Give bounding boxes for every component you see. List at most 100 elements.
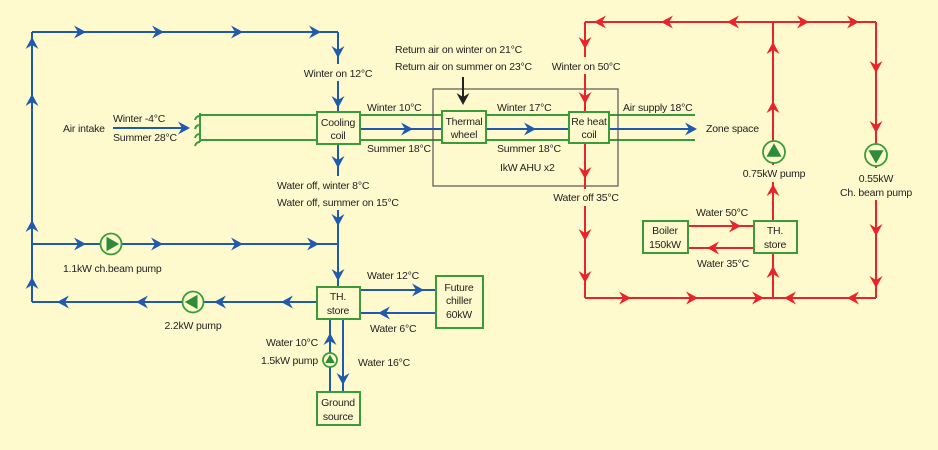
pump-impeller-icon: [325, 354, 335, 364]
heating-flow-arrow: [847, 291, 859, 305]
after-wheel-winter-temp: Winter 17°C: [497, 102, 552, 114]
chiller-return-arrow: [378, 306, 390, 320]
boiler-label-1: Boiler: [652, 225, 678, 237]
water-off-winter-temp: Water off, winter 8°C: [277, 180, 370, 192]
chilled-flow-arrow: [231, 25, 243, 39]
heating-flow-arrow: [578, 92, 592, 104]
heating-flow-arrow: [784, 291, 796, 305]
heating-flow-arrow: [578, 229, 592, 241]
reheat-coil-label-2: coil: [582, 129, 597, 141]
chiller-flow-temp: Water 12°C: [367, 270, 420, 282]
chilled-flow-arrow: [309, 25, 321, 39]
air-intake-arrow: [178, 121, 190, 135]
ground-pump-label: 1.5kW pump: [261, 355, 318, 367]
heating-flow-arrow: [578, 271, 592, 283]
future-chiller-label-1: Future: [444, 282, 474, 294]
after-cooling-winter-temp: Winter 10°C: [367, 102, 422, 114]
boiler-box: [642, 220, 689, 254]
boiler-flow-temp: Water 50°C: [696, 207, 749, 219]
future-chiller-label-2: chiller: [446, 295, 473, 307]
air-intake-label: Air intake: [63, 123, 105, 135]
after-cooling-summer-temp: Summer 18°C: [367, 143, 431, 155]
ground-source-box: [316, 391, 361, 426]
heating-flow-arrow: [869, 224, 883, 236]
heating-flow-arrow: [578, 37, 592, 49]
chilled-flow-arrow: [331, 156, 345, 168]
th-store-heating-label-1: TH.: [767, 225, 783, 237]
heating-flow-arrow: [766, 42, 780, 54]
future-chiller-label-3: 60kW: [446, 309, 472, 321]
intake-winter-temp: Winter -4°C: [113, 113, 166, 125]
air-flow-arrow: [401, 122, 413, 136]
chilled-flow-arrow: [25, 220, 39, 232]
return-air-summer-temp: Return air on summer on 23°C: [395, 61, 533, 73]
chilled-flow-arrow: [152, 25, 164, 39]
thermal-wheel-label-2: wheel: [450, 129, 477, 141]
chilled-flow-arrow: [74, 25, 86, 39]
return-air-winter-temp: Return air on winter on 21°C: [395, 44, 523, 56]
heating-flow-arrow: [766, 101, 780, 113]
thermal-wheel-box: [441, 110, 487, 144]
heating-flow-arrow: [869, 61, 883, 73]
heating-flow-arrow: [686, 291, 698, 305]
chilled-flow-arrow: [331, 46, 345, 58]
chilled-flow-arrow: [231, 237, 243, 251]
chilled-flow-arrow: [74, 237, 86, 251]
chilled-flow-arrow: [151, 237, 163, 251]
future-chiller-box: [435, 275, 484, 329]
ground-source-label-2: source: [323, 411, 354, 423]
beam-pump-label: 1.1kW ch.beam pump: [63, 263, 162, 275]
chilled-flow-arrow: [25, 94, 39, 106]
heating-flow-arrow: [578, 167, 592, 179]
air-flow-arrow: [524, 122, 536, 136]
reheat-coil-label-1: Re heat: [571, 116, 607, 128]
heating-pump-0-75kw: [762, 140, 786, 164]
louvre-blade: [194, 141, 201, 147]
chilled-flow-arrow: [281, 295, 293, 309]
heating-winter-on-temp: Winter on 50°C: [552, 61, 621, 73]
th-store-heating-box: [753, 220, 798, 254]
th-store-heating-label-2: store: [764, 239, 787, 251]
flow-arrows: [25, 15, 883, 385]
heating-flow-arrow: [661, 15, 673, 29]
pumps: [99, 140, 888, 368]
pump-impeller-icon: [766, 143, 782, 157]
chilled-winter-on-temp: Winter on 12°C: [304, 68, 373, 80]
reheat-coil-box: [568, 111, 610, 144]
heating-beam-pump-name: Ch. beam pump: [840, 187, 912, 199]
chilled-flow-arrow: [136, 295, 148, 309]
heating-flow-arrow: [727, 15, 739, 29]
th-store-chilled-label-2: store: [327, 305, 350, 317]
heating-main-pump-label: 0.75kW pump: [743, 168, 806, 180]
chilled-flow-arrow: [25, 277, 39, 289]
ground-pump-1-5kw: [322, 352, 338, 368]
heating-flow-arrow: [619, 291, 631, 305]
heating-flow-arrow: [594, 15, 606, 29]
intake-summer-temp: Summer 28°C: [113, 132, 177, 144]
air-flow-arrow: [685, 122, 697, 136]
ahu-enclosure: [432, 88, 619, 187]
heating-flow-arrow: [752, 291, 764, 305]
chilled-flow-arrow: [57, 295, 69, 309]
boiler-label-2: 150kW: [649, 239, 681, 251]
louvre-blade: [194, 115, 201, 121]
water-off-summer-temp: Water off, summer on 15°C: [277, 197, 399, 209]
heating-flow-arrow: [766, 184, 780, 196]
chilled-flow-arrow: [214, 295, 226, 309]
chiller-return-temp: Water 6°C: [370, 323, 417, 335]
pump-impeller-icon: [184, 294, 198, 310]
heating-flow-arrow: [869, 121, 883, 133]
ground-return-arrow: [336, 373, 350, 385]
air-supply-temp: Air supply 18°C: [623, 102, 693, 114]
chilled-flow-arrow: [25, 37, 39, 49]
chilled-pump-2-2kw: [181, 290, 205, 314]
pump-impeller-icon: [106, 236, 120, 252]
pump-impeller-icon: [868, 150, 884, 164]
cooling-coil-label-1: Cooling: [321, 117, 356, 129]
boiler-return-arrow: [707, 241, 719, 255]
boiler-flow-arrow: [729, 219, 741, 233]
cooling-coil-label-2: coil: [331, 130, 346, 142]
zone-space-label: Zone space: [706, 123, 759, 135]
heating-water-off-temp: Water off 35°C: [553, 192, 619, 204]
